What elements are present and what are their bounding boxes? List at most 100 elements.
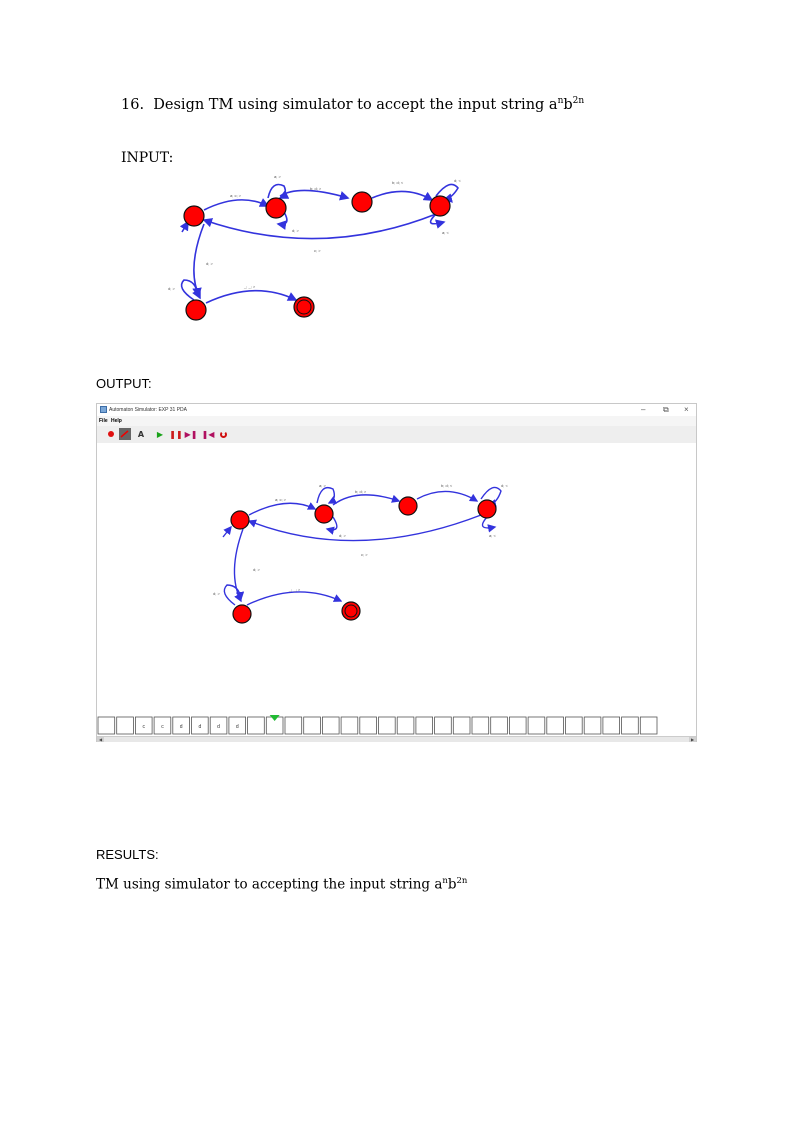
play-button[interactable]: ▶ [154, 428, 166, 440]
loop-s3-bottom [429, 213, 446, 229]
tape-head-icon [269, 715, 280, 721]
tape-symbol: d [180, 724, 183, 730]
tape-cell[interactable] [490, 716, 508, 735]
state-q1[interactable] [265, 197, 287, 219]
tape-cell[interactable] [209, 716, 228, 735]
input-state-diagram: a; c; > a; > d; > b; d; > b; d; < d; < a… [168, 174, 461, 321]
tape-cell[interactable] [191, 716, 209, 735]
tape-cell[interactable] [228, 716, 246, 735]
menu-file[interactable]: File [99, 418, 108, 424]
results-text: TM using simulator to accepting the inpu… [96, 876, 468, 893]
tape-cell[interactable] [172, 716, 190, 735]
label-s3-s0: c; > [314, 248, 321, 253]
tape-cell[interactable] [97, 716, 116, 735]
tape-cell[interactable] [527, 716, 546, 735]
tape-cell[interactable] [415, 716, 433, 735]
text-tool-button[interactable]: A [135, 428, 147, 440]
sim-label-q3-loop-top: d; < [501, 483, 508, 488]
close-button[interactable]: × [684, 405, 689, 414]
app-icon [100, 406, 107, 413]
tape-cell[interactable] [153, 716, 172, 735]
menu-help[interactable]: Help [111, 418, 122, 424]
reset-button[interactable]: ❚◀ [201, 428, 215, 440]
tape-cell[interactable] [508, 716, 527, 735]
play-icon: ▶ [156, 429, 164, 439]
tape-cell[interactable] [471, 716, 490, 735]
tape-scrollbar[interactable]: ◀ ▶ [97, 736, 696, 742]
state-q0[interactable] [183, 205, 205, 227]
output-heading: OUTPUT: [96, 376, 152, 391]
tape-cell[interactable] [434, 716, 452, 735]
minimize-button[interactable]: – [641, 405, 646, 414]
state-q4[interactable] [185, 299, 207, 321]
window-title: Automaton Simulator: EXP 31 PDA [109, 407, 188, 413]
clear-button[interactable] [217, 428, 229, 440]
edge-q1-q2 [332, 494, 401, 506]
tape-cell[interactable] [135, 716, 153, 735]
sim-state-q3[interactable] [477, 499, 497, 519]
sim-state-q4[interactable] [232, 604, 252, 624]
label-s1-loop: a; > [274, 174, 281, 179]
tape-cell[interactable] [396, 716, 415, 735]
title-bar: Automaton Simulator: EXP 31 PDA – ⧉ × [97, 404, 696, 416]
add-state-button[interactable] [105, 428, 117, 440]
tape-cell[interactable] [359, 716, 377, 735]
sim-label-q0-q1: a; c; > [275, 497, 287, 502]
tape-cell[interactable] [340, 716, 359, 735]
step-button[interactable]: ▶❚ [184, 428, 198, 440]
tape-cell[interactable] [116, 716, 134, 735]
state-q3[interactable] [429, 195, 451, 217]
tape-cell[interactable] [247, 716, 265, 735]
edge-q2-q3 [416, 490, 479, 502]
tape-symbol: d [236, 724, 239, 730]
tape-cell[interactable] [546, 716, 564, 735]
tape-cell[interactable] [583, 716, 602, 735]
pause-button[interactable]: ❚❚ [169, 428, 183, 440]
sim-label-q1-q2: b; d; > [355, 489, 367, 494]
loop-q1-top [316, 486, 338, 504]
tape-symbol: c [161, 724, 164, 730]
sim-label-q3-q0: c; > [361, 552, 368, 557]
loop-q4 [223, 584, 245, 606]
loop-s1-bottom [276, 211, 288, 230]
tape-cell[interactable] [321, 716, 340, 735]
tape-cell[interactable] [303, 716, 321, 735]
label-s4-loop: d; > [168, 286, 175, 291]
label-s0-s4: d; > [206, 261, 213, 266]
label-s0-s1: a; c; > [230, 193, 242, 198]
state-q2[interactable] [351, 191, 373, 213]
tape-cell[interactable] [621, 716, 639, 735]
step-back-icon: ❚◀ [201, 429, 215, 439]
results-heading: RESULTS: [96, 847, 159, 862]
tape-symbol: c [143, 724, 146, 730]
label-s3-loop-top: d; < [454, 178, 461, 183]
automaton-canvas[interactable]: a; c; > a; > d; > b; d; > b; d; < d; < a… [97, 443, 696, 715]
pause-icon: ❚❚ [169, 429, 183, 439]
sim-state-q0[interactable] [230, 510, 250, 530]
label-s1-loop-bottom: d; > [292, 228, 299, 233]
sim-state-q1[interactable] [314, 504, 334, 524]
edge-s2-s3 [371, 190, 434, 201]
tape-cell[interactable] [602, 716, 620, 735]
label-s4-s5: _; _; > [243, 284, 256, 289]
tape-cell[interactable] [378, 716, 396, 735]
edge-s4-s5 [205, 289, 298, 304]
scroll-right-arrow[interactable]: ▶ [689, 737, 696, 742]
simulator-window: Automaton Simulator: EXP 31 PDA – ⧉ × Fi… [96, 403, 697, 742]
restore-button[interactable]: ⧉ [663, 405, 669, 414]
tape-cell[interactable] [639, 716, 658, 735]
tape-cell[interactable] [452, 716, 471, 735]
label-s3-loop-bottom: a; < [442, 230, 449, 235]
question-number: 16. [121, 96, 145, 113]
step-forward-icon: ▶❚ [184, 429, 198, 439]
edge-s0-s1 [203, 198, 270, 211]
tape-cell[interactable] [284, 716, 303, 735]
scroll-left-arrow[interactable]: ◀ [97, 737, 104, 742]
sim-state-q2[interactable] [398, 496, 418, 516]
tape-cell[interactable] [565, 716, 583, 735]
sim-label-q4-loop: d; > [213, 591, 220, 596]
add-transition-button[interactable] [119, 428, 131, 440]
edge-s1-s2 [279, 189, 350, 201]
reload-icon [219, 430, 227, 438]
